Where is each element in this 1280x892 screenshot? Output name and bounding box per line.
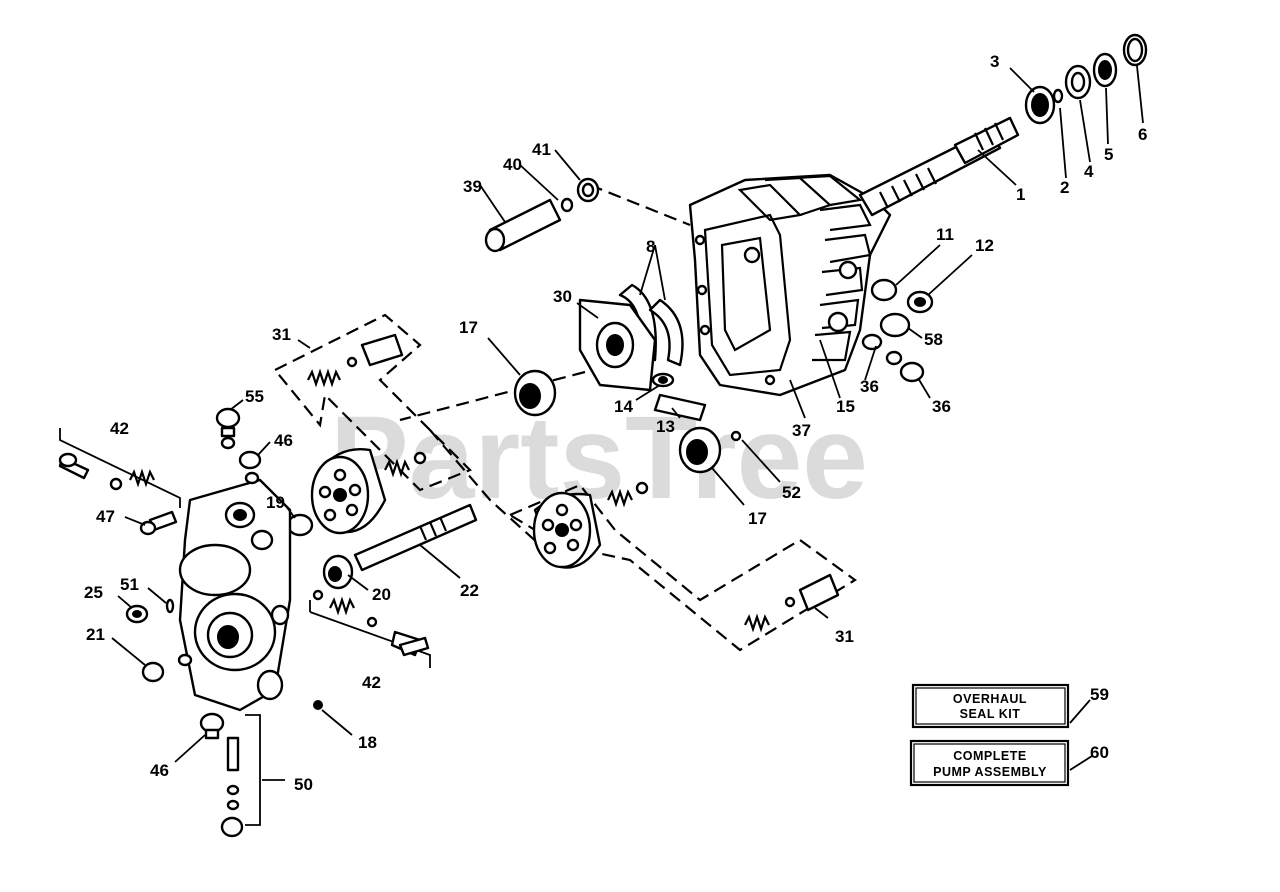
kit-overhaul-seal: OVERHAUL SEAL KIT xyxy=(911,683,1070,729)
callout-13: 13 xyxy=(656,417,675,436)
kit-complete-line1: COMPLETE xyxy=(953,749,1026,763)
callout-50: 52 xyxy=(782,483,801,502)
callout-22: 22 xyxy=(460,581,479,600)
callout-46-upper: 46 xyxy=(274,431,293,450)
callout-42-lower: 42 xyxy=(362,673,381,692)
callout-15: 15 xyxy=(836,397,855,416)
callout-5: 5 xyxy=(1104,145,1113,164)
leader-lines xyxy=(111,65,1144,781)
callout-labels: 3 2 4 5 6 1 11 12 58 36 36 15 37 8 30 17… xyxy=(84,52,1147,794)
input-shaft xyxy=(858,116,1020,217)
callout-46-lower: 46 xyxy=(150,761,169,780)
callout-2: 2 xyxy=(1060,178,1069,197)
callout-20: 20 xyxy=(372,585,391,604)
kit-complete-line2: PUMP ASSEMBLY xyxy=(933,765,1047,779)
callout-17-lower: 17 xyxy=(748,509,767,528)
springs xyxy=(109,333,840,657)
callout-36-lower: 36 xyxy=(932,397,951,416)
check-valve-parts xyxy=(484,177,600,253)
callout-60: 60 xyxy=(1090,743,1109,762)
callout-11: 11 xyxy=(936,225,954,244)
shaft-seals xyxy=(1024,33,1148,125)
callout-59: 59 xyxy=(1090,685,1109,704)
left-hardware xyxy=(58,407,430,838)
swashplate-and-thrust xyxy=(578,283,684,392)
callout-17-upper: 17 xyxy=(459,318,478,337)
callout-31-lower: 31 xyxy=(835,627,854,646)
main-housing xyxy=(688,173,892,397)
center-section-housing xyxy=(178,478,292,712)
callout-42-upper: 42 xyxy=(110,419,129,438)
kit-overhaul-line2: SEAL KIT xyxy=(960,707,1021,721)
callout-36-upper: 36 xyxy=(860,377,879,396)
trunnion xyxy=(651,372,707,422)
callout-8: 8 xyxy=(646,237,655,256)
callout-39: 39 xyxy=(463,177,482,196)
output-shaft xyxy=(286,503,478,590)
callout-41: 41 xyxy=(532,140,551,159)
callout-25: 30 xyxy=(553,287,572,306)
cylinder-blocks xyxy=(310,448,602,569)
kit-overhaul-line1: OVERHAUL xyxy=(953,692,1027,706)
callout-19: 19 xyxy=(266,493,285,512)
callout-58: 58 xyxy=(924,330,943,349)
callout-40: 40 xyxy=(503,155,522,174)
callout-14: 14 xyxy=(614,397,633,416)
callout-6: 6 xyxy=(1138,125,1147,144)
callout-30: 25 xyxy=(84,583,103,602)
callout-37: 37 xyxy=(792,421,811,440)
callout-12: 12 xyxy=(975,236,994,255)
callout-1: 1 xyxy=(1016,185,1025,204)
callout-52: 55 xyxy=(245,387,264,406)
callout-47: 47 xyxy=(96,507,115,526)
housing-plugs xyxy=(861,278,934,383)
callout-21: 21 xyxy=(86,625,105,644)
bearings xyxy=(513,369,742,474)
kit-complete-pump: COMPLETE PUMP ASSEMBLY xyxy=(909,739,1070,787)
callout-18: 18 xyxy=(358,733,377,752)
callout-55: 50 xyxy=(294,775,313,794)
callout-4: 4 xyxy=(1084,162,1094,181)
callout-31-upper: 31 xyxy=(272,325,291,344)
callout-51: 51 xyxy=(120,575,139,594)
callout-3: 3 xyxy=(990,52,999,71)
